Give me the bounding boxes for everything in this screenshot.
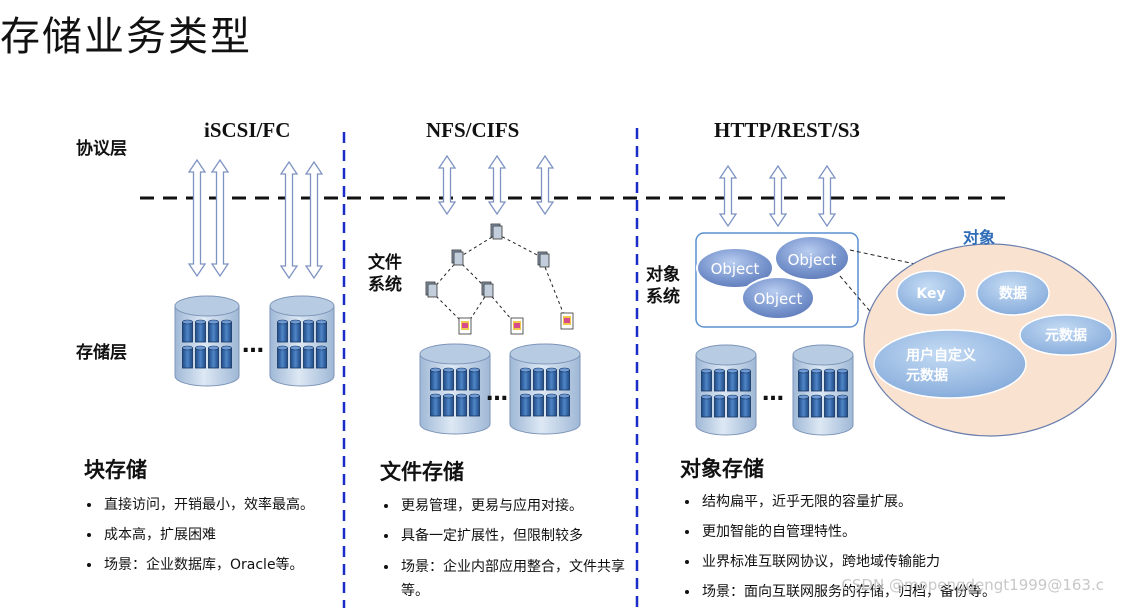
file-bullet-2: 具备一定扩展性，但限制较多 — [399, 521, 639, 551]
key-part: Key — [896, 270, 966, 316]
block-storage-bullets: 直接访问，开销最小，效率最高。 成本高，扩展困难 场景：企业数据库，Oracle… — [84, 490, 364, 580]
svg-text:Key: Key — [916, 286, 945, 302]
svg-text:元数据: 元数据 — [906, 367, 948, 384]
user-metadata-part: 用户自定义 元数据 — [873, 329, 1027, 399]
protocol-nfs-cifs: NFS/CIFS — [426, 118, 520, 142]
file-system-label: 文件 系统 — [368, 252, 402, 296]
block-bullet-2: 成本高，扩展困难 — [102, 520, 364, 550]
object-detail-connector-top — [849, 249, 916, 265]
object-bullet-1: 结构扁平，近乎无限的容量扩展。 — [700, 487, 1100, 517]
file-icon-1 — [458, 317, 472, 335]
http-arrow-2 — [768, 164, 788, 228]
folder-icon-root — [490, 223, 503, 240]
protocol-iscsi-fc: iSCSI/FC — [204, 118, 291, 142]
metadata-part: 元数据 — [1019, 314, 1113, 356]
object-ellipsis: … — [762, 381, 784, 406]
file-storage-heading: 文件存储 — [380, 460, 464, 484]
object-bullet-3: 业界标准互联网协议，跨地域传输能力 — [700, 547, 1100, 577]
file-ellipsis: … — [486, 381, 508, 406]
object-detail-title: 对象 — [963, 228, 995, 247]
file-system-label-line2: 系统 — [368, 275, 402, 295]
object-bullet-4: 场景：面向互联网服务的存储，归档，备份等。 — [700, 577, 1100, 607]
protocol-http-rest-s3: HTTP/REST/S3 — [714, 118, 860, 142]
iscsi-arrow-3 — [279, 160, 299, 280]
folder-icon-left — [451, 249, 464, 266]
svg-text:元数据: 元数据 — [1045, 327, 1087, 344]
iscsi-arrow-1 — [187, 158, 207, 278]
object-bullet-2: 更加智能的自管理特性。 — [700, 517, 1100, 547]
block-cylinder-2 — [269, 295, 335, 387]
block-bullet-3: 场景：企业数据库，Oracle等。 — [102, 550, 364, 580]
object-cylinder-2 — [792, 344, 854, 436]
svg-text:数据: 数据 — [999, 285, 1027, 302]
iscsi-arrow-2 — [210, 158, 230, 278]
object-cylinder-1 — [695, 344, 757, 436]
nfs-arrow-3 — [535, 154, 555, 216]
object-storage-heading: 对象存储 — [680, 457, 764, 481]
protocol-layer-label: 协议层 — [76, 139, 127, 159]
file-bullet-1: 更易管理，更易与应用对接。 — [399, 491, 639, 521]
folder-icon-left-right — [481, 281, 494, 298]
data-part: 数据 — [976, 270, 1050, 316]
nfs-arrow-2 — [487, 154, 507, 216]
page-title: 存储业务类型 — [0, 14, 252, 60]
file-icon-2 — [510, 317, 524, 335]
file-icon-3 — [560, 312, 574, 330]
object-1: Object — [696, 247, 774, 289]
object-storage-bullets: 结构扁平，近乎无限的容量扩展。 更加智能的自管理特性。 业界标准互联网协议，跨地… — [682, 487, 1100, 607]
storage-layer-label: 存储层 — [76, 343, 127, 363]
file-tree — [431, 233, 567, 327]
object-system-label-line1: 对象 — [646, 265, 680, 285]
nfs-arrow-1 — [437, 154, 457, 216]
http-arrow-3 — [817, 164, 837, 228]
svg-text:用户自定义: 用户自定义 — [906, 347, 976, 364]
object-system-label: 对象 系统 — [646, 264, 680, 308]
file-bullet-3: 场景：企业内部应用整合，文件共享等。 — [399, 555, 639, 603]
file-storage-bullets: 更易管理，更易与应用对接。 具备一定扩展性，但限制较多 场景：企业内部应用整合，… — [381, 491, 639, 603]
object-system-label-line2: 系统 — [646, 287, 680, 307]
object-2: Object — [774, 235, 850, 281]
object-detail: 对象 Key 数据 元数据 用户自定义 元数据 — [863, 228, 1117, 437]
svg-text:Object: Object — [711, 260, 760, 278]
block-ellipsis: … — [242, 333, 264, 358]
file-cylinder-2 — [509, 343, 581, 435]
folder-icon-right — [537, 251, 550, 268]
svg-text:Object: Object — [754, 290, 803, 308]
watermark: CSDN @mopengdengt1999@163.c — [841, 576, 1104, 594]
block-bullet-1: 直接访问，开销最小，效率最高。 — [102, 490, 364, 520]
svg-text:Object: Object — [788, 251, 837, 269]
file-system-label-line1: 文件 — [368, 253, 402, 273]
block-cylinder-1 — [174, 295, 240, 387]
folder-icon-left-left — [425, 281, 438, 298]
file-cylinder-1 — [419, 343, 491, 435]
object-3: Object — [741, 276, 815, 320]
block-storage-heading: 块存储 — [84, 458, 147, 482]
iscsi-arrow-4 — [304, 160, 324, 280]
http-arrow-1 — [718, 164, 738, 228]
